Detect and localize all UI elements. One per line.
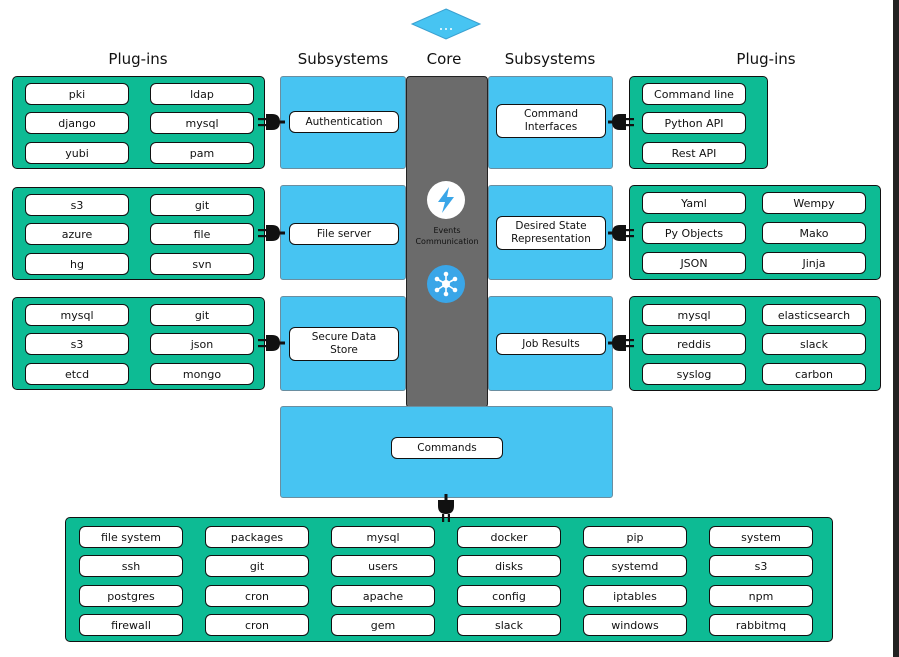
plugin-pill: gem xyxy=(331,614,435,636)
plugin-pill: postgres xyxy=(79,585,183,607)
plugin-pill: pip xyxy=(583,526,687,548)
plugin-pill: mongo xyxy=(150,363,254,385)
plugin-pill: packages xyxy=(205,526,309,548)
plugin-pill: windows xyxy=(583,614,687,636)
subsystem-label: Job Results xyxy=(496,333,606,355)
subsystem-command-interfaces: Command Interfaces xyxy=(488,76,613,169)
plugin-pill: cron xyxy=(205,614,309,636)
plugin-pill: mysql xyxy=(642,304,746,326)
plugin-pill: firewall xyxy=(79,614,183,636)
subsystem-secure-data-store: Secure Data Store xyxy=(280,296,406,391)
plugin-group-desired-state: Yaml Wempy Py Objects Mako JSON Jinja xyxy=(629,185,881,280)
subsystem-file-server: File server xyxy=(280,185,406,280)
plugin-pill: Python API xyxy=(642,112,746,134)
plugin-pill: mysql xyxy=(25,304,129,326)
network-hub-icon xyxy=(427,265,465,303)
subsystem-label: Desired State Representation xyxy=(496,216,606,250)
plugin-pill: config xyxy=(457,585,561,607)
plugin-pill: systemd xyxy=(583,555,687,577)
plugin-pill: azure xyxy=(25,223,129,245)
plugin-pill: pki xyxy=(25,83,129,105)
subsystem-authentication: Authentication xyxy=(280,76,406,169)
plugin-group-secure-data-store: mysql git s3 json etcd mongo xyxy=(12,297,265,390)
plugin-pill: json xyxy=(150,333,254,355)
plugin-pill: git xyxy=(205,555,309,577)
subsystem-label: Command Interfaces xyxy=(496,104,606,138)
heading-left-plugins: Plug-ins xyxy=(108,50,168,68)
plugin-pill: Command line xyxy=(642,83,746,105)
plugin-pill: elasticsearch xyxy=(762,304,866,326)
plugin-pill: rabbitmq xyxy=(709,614,813,636)
subsystem-job-results: Job Results xyxy=(488,296,613,391)
subsystem-label: Authentication xyxy=(289,111,399,133)
plug-connector-icon xyxy=(258,335,285,351)
plugin-pill: s3 xyxy=(709,555,813,577)
subsystem-desired-state: Desired State Representation xyxy=(488,185,613,280)
logo-icon xyxy=(410,8,482,40)
plugin-pill: pam xyxy=(150,142,254,164)
plugin-pill: Yaml xyxy=(642,192,746,214)
subsystem-commands: Commands xyxy=(280,406,613,498)
plugin-pill: yubi xyxy=(25,142,129,164)
plugin-pill: system xyxy=(709,526,813,548)
plugin-group-command-interfaces: Command line Python API Rest API xyxy=(629,76,768,169)
core-label: Events Communication xyxy=(415,226,479,246)
plugin-group-file-server: s3 git azure file hg svn xyxy=(12,187,265,280)
plug-connector-icon xyxy=(608,225,634,241)
plugin-pill: Wempy xyxy=(762,192,866,214)
plugin-pill: Jinja xyxy=(762,252,866,274)
plugin-pill: reddis xyxy=(642,333,746,355)
plug-connector-icon xyxy=(438,494,454,522)
plugin-group-authentication: pki ldap django mysql yubi pam xyxy=(12,76,265,169)
plugin-pill: django xyxy=(25,112,129,134)
plugin-pill: git xyxy=(150,194,254,216)
subsystem-label: Secure Data Store xyxy=(289,327,399,361)
lightning-icon xyxy=(427,181,465,219)
plugin-pill: JSON xyxy=(642,252,746,274)
plugin-pill: npm xyxy=(709,585,813,607)
plugin-pill: slack xyxy=(762,333,866,355)
plugin-pill: iptables xyxy=(583,585,687,607)
plugin-pill: Rest API xyxy=(642,142,746,164)
window-frame-edge xyxy=(893,0,899,657)
plug-connector-icon xyxy=(608,114,634,130)
plugin-pill: mysql xyxy=(331,526,435,548)
heading-left-subsystems: Subsystems xyxy=(297,50,389,68)
plug-connector-icon xyxy=(258,225,285,241)
plugin-pill: apache xyxy=(331,585,435,607)
plug-connector-icon xyxy=(608,335,634,351)
plugin-pill: etcd xyxy=(25,363,129,385)
plugin-pill: s3 xyxy=(25,194,129,216)
plugin-pill: git xyxy=(150,304,254,326)
plugin-group-commands: file system packages mysql docker pip sy… xyxy=(65,517,833,642)
plugin-pill: slack xyxy=(457,614,561,636)
heading-core: Core xyxy=(426,50,462,68)
plugin-pill: Mako xyxy=(762,222,866,244)
subsystem-label: File server xyxy=(289,223,399,245)
heading-right-subsystems: Subsystems xyxy=(504,50,596,68)
plugin-pill: disks xyxy=(457,555,561,577)
plugin-pill: users xyxy=(331,555,435,577)
plugin-pill: file system xyxy=(79,526,183,548)
plugin-pill: svn xyxy=(150,253,254,275)
core-event-bus: Events Communication xyxy=(406,76,488,408)
plugin-pill: hg xyxy=(25,253,129,275)
plugin-pill: syslog xyxy=(642,363,746,385)
heading-right-plugins: Plug-ins xyxy=(736,50,796,68)
plugin-pill: Py Objects xyxy=(642,222,746,244)
plugin-pill: s3 xyxy=(25,333,129,355)
plugin-group-job-results: mysql elasticsearch reddis slack syslog … xyxy=(629,296,881,391)
plugin-pill: cron xyxy=(205,585,309,607)
subsystem-label: Commands xyxy=(391,437,503,459)
plugin-pill: carbon xyxy=(762,363,866,385)
plug-connector-icon xyxy=(258,114,285,130)
plugin-pill: docker xyxy=(457,526,561,548)
plugin-pill: mysql xyxy=(150,112,254,134)
plugin-pill: file xyxy=(150,223,254,245)
plugin-pill: ldap xyxy=(150,83,254,105)
plugin-pill: ssh xyxy=(79,555,183,577)
